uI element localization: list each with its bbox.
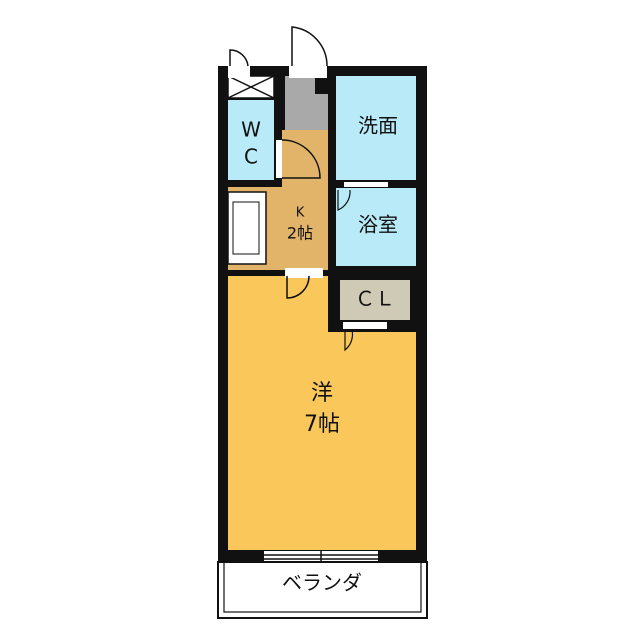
bath-floor [336, 188, 416, 266]
closet-label: ＣＬ [355, 287, 395, 311]
bath-label: 浴室 [358, 213, 398, 237]
wc-label-w: W [241, 118, 261, 142]
entry-door-opening [289, 64, 327, 78]
wash-door-opening [276, 140, 282, 178]
top-door-swing [229, 49, 249, 67]
balcony-rail [223, 561, 422, 613]
wall-wc-right [274, 76, 282, 182]
balcony [217, 561, 428, 619]
kitchen-door-swing [286, 275, 310, 299]
western-room-label: 洋 [311, 381, 333, 406]
wall-kitchen-bottom [228, 270, 330, 276]
balcony-label: ベランダ [282, 571, 362, 595]
washroom-floor [336, 76, 416, 180]
top-door-opening [228, 64, 250, 78]
kitchen-door-opening [285, 268, 323, 278]
entry-door-swing [291, 26, 328, 67]
closet-door-opening [343, 322, 387, 329]
washroom-label: 洗面 [358, 114, 398, 138]
western-room-size: 7帖 [304, 412, 340, 437]
wc-door-swing [281, 139, 321, 179]
wc-label-c: C [244, 145, 258, 169]
kitchen-sink [232, 201, 260, 255]
bath-door-swing [337, 189, 351, 211]
meter-box-cross [227, 75, 275, 99]
wc-floor [228, 100, 274, 180]
kitchen-label: K [296, 206, 305, 221]
kitchen-size: 2帖 [287, 224, 313, 243]
closet-door-swing [344, 329, 354, 352]
bath-door-opening [344, 182, 388, 187]
wall-wc-bottom [228, 180, 282, 187]
wall-wet-left [328, 76, 336, 332]
entrance-step [315, 76, 330, 94]
closet-floor [340, 280, 410, 320]
wall-bath-closet [336, 266, 416, 276]
